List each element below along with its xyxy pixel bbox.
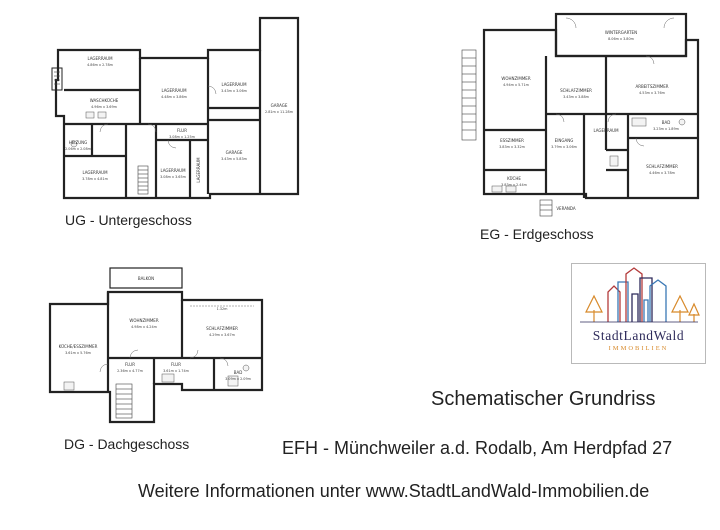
room-dg-flur-1-dim: 2.36m x 4.77m [117, 369, 144, 373]
room-dg-kueche-esszimmer: KÜCHE/ESSZIMMER [59, 344, 98, 349]
room-dg-bad: BAD [234, 370, 243, 375]
room-eg-wohnzimmer-dim: 4.94m x 5.71m [503, 83, 530, 87]
floorplan-dg: 1.32m BALKON WOHNZIMMER 4.98m x 4.24m KÜ… [40, 264, 272, 430]
room-eg-bad: BAD [662, 120, 671, 125]
room-ug-lagerraum-3: LAGERRAUM [221, 82, 247, 87]
room-eg-arbeitszimmer: ARBEITSZIMMER [635, 84, 668, 89]
room-ug-heizung: HEIZUNG [69, 140, 87, 145]
room-ug-lagerraum-2-dim: 4.48m x 3.86m [161, 95, 188, 99]
room-ug-flur-dim: 3.08m x 1.25m [169, 135, 196, 139]
room-eg-eingang: EINGANG [555, 138, 574, 143]
room-ug-lagerraum-5: LAGERRAUM [160, 168, 186, 173]
room-eg-eingang-dim: 3.79m x 3.06m [551, 145, 578, 149]
room-eg-esszimmer: ESSZIMMER [500, 138, 524, 143]
room-eg-wintergarten-dim: 8.06m x 3.80m [608, 37, 635, 41]
room-ug-garage-1-dim: 2.81m x 11.28m [265, 110, 294, 114]
room-ug-lagerraum-4: LAGERRAUM [82, 170, 108, 175]
room-dg-wohnzimmer: WOHNZIMMER [129, 318, 158, 323]
room-eg-schlafzimmer-1: SCHLAFZIMMER [560, 88, 592, 93]
footer-website: Weitere Informationen unter www.StadtLan… [138, 481, 650, 501]
room-ug-flur: FLUR [177, 128, 187, 133]
room-ug-lagerraum-5-dim: 3.08m x 3.65m [160, 175, 187, 179]
room-eg-schlafzimmer-2: SCHLAFZIMMER [646, 164, 678, 169]
floorplan-eg-drawing: WINTERGARTEN 8.06m x 3.80m WOHNZIMMER 4.… [461, 12, 700, 217]
room-eg-bad-dim: 3.23m x 1.89m [653, 127, 680, 131]
room-ug-garage-1: GARAGE [271, 103, 288, 108]
room-eg-esszimmer-dim: 3.83m x 3.32m [499, 145, 526, 149]
room-eg-veranda: VERANDA [556, 206, 576, 211]
room-dg-flur-1: FLUR [125, 362, 135, 367]
caption-dg: DG - Dachgeschoss [64, 436, 190, 452]
room-ug-waschkueche-dim: 4.96m x 3.69m [91, 105, 118, 109]
room-ug-lagerraum-4-dim: 3.78m x 4.81m [82, 177, 109, 181]
logo-skyline-icon [580, 267, 700, 323]
document-title: Schematischer Grundriss [431, 388, 656, 410]
room-eg-kueche: KÜCHE [507, 176, 521, 181]
floorplan-ug-drawing: LAGERRAUM 4.86m x 2.78m WASCHKÜCHE 4.96m… [51, 16, 300, 200]
floorplan-dg-drawing: 1.32m BALKON WOHNZIMMER 4.98m x 4.24m KÜ… [48, 267, 264, 424]
caption-ug: UG - Untergeschoss [65, 212, 192, 228]
room-ug-heizung-dim: 2.06m x 2.08m [65, 147, 92, 151]
room-ug-lagerraum-1-dim: 4.86m x 2.78m [87, 63, 114, 67]
room-eg-schlafzimmer-2-dim: 4.46m x 3.78m [649, 171, 676, 175]
room-ug-garage-2-dim: 3.43m x 5.83m [221, 157, 248, 161]
room-dg-wohnzimmer-dim: 4.98m x 4.24m [131, 325, 158, 329]
room-eg-schlafzimmer-1-dim: 3.43m x 3.88m [563, 95, 590, 99]
room-eg-lagerraum: LAGERRAUM [593, 128, 619, 133]
logo-brand-text: StadtLandWald [592, 328, 685, 343]
room-dg-flur-2-dim: 3.61m x 1.74m [163, 369, 190, 373]
room-ug-waschkueche: WASCHKÜCHE [90, 98, 119, 103]
dg-annotation-dimension: 1.32m [217, 307, 229, 311]
room-ug-lagerraum-3-dim: 3.43m x 3.06m [221, 89, 248, 93]
room-dg-schlafzimmer-dim: 4.29m x 3.67m [209, 333, 236, 337]
room-dg-bad-dim: 3.09m x 2.09m [225, 377, 252, 381]
room-dg-schlafzimmer: SCHLAFZIMMER [206, 326, 238, 331]
room-eg-arbeitszimmer-dim: 4.53m x 3.76m [639, 91, 666, 95]
company-logo: StadtLandWald IMMOBILIEN [571, 263, 706, 364]
floorplan-eg: WINTERGARTEN 8.06m x 3.80m WOHNZIMMER 4.… [456, 10, 718, 222]
room-ug-lagerraum-1: LAGERRAUM [87, 56, 113, 61]
room-dg-balkon: BALKON [138, 276, 154, 281]
floorplan-ug: LAGERRAUM 4.86m x 2.78m WASCHKÜCHE 4.96m… [48, 16, 308, 202]
caption-eg: EG - Erdgeschoss [480, 226, 594, 242]
room-eg-kueche-dim: 3.83m x 2.44m [501, 183, 528, 187]
room-eg-wohnzimmer: WOHNZIMMER [501, 76, 530, 81]
room-ug-lagerraum-2: LAGERRAUM [161, 88, 187, 93]
room-ug-lagerraum-6: LAGERRAUM [196, 157, 201, 183]
room-ug-garage-2: GARAGE [226, 150, 243, 155]
logo-sub-text: IMMOBILIEN [608, 345, 669, 352]
property-address: EFH - Münchweiler a.d. Rodalb, Am Herdpf… [282, 438, 673, 458]
room-dg-kueche-esszimmer-dim: 3.61m x 5.76m [65, 351, 92, 355]
room-eg-wintergarten: WINTERGARTEN [605, 30, 637, 35]
room-dg-flur-2: FLUR [171, 362, 181, 367]
